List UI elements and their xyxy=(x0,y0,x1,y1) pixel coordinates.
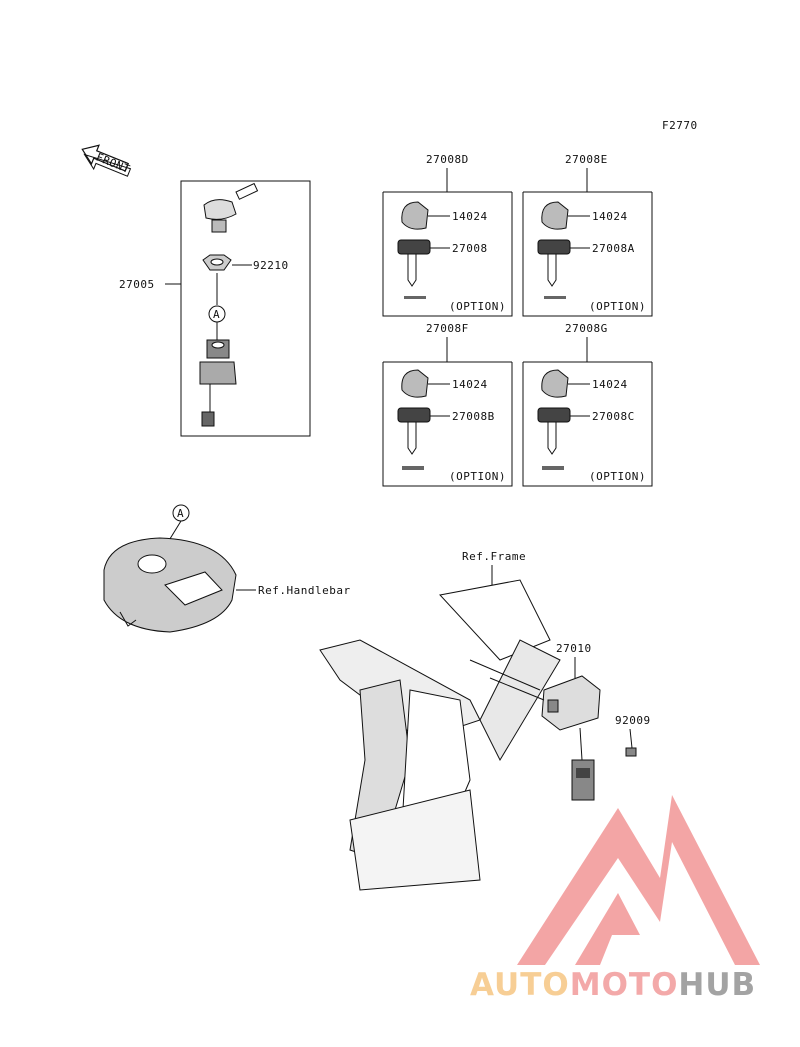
part-27008e-label: 27008E xyxy=(565,153,608,166)
callout-a-label: A xyxy=(213,308,220,321)
handlebar-cover-icon: A xyxy=(103,504,237,633)
watermark-text: AUTOMOTOHUB xyxy=(470,967,756,1003)
option-label-d: (OPTION) xyxy=(449,300,506,313)
part-27008c-label: 27008C xyxy=(592,410,635,423)
part-14024-g-label: 14024 xyxy=(592,378,628,391)
frame-icon xyxy=(319,579,561,891)
ref-handlebar-label: Ref.Handlebar xyxy=(258,584,351,597)
ref-frame-label: Ref.Frame xyxy=(462,550,526,563)
part-14024-f-label: 14024 xyxy=(452,378,488,391)
key-cover-icon xyxy=(401,201,429,230)
relay-icon xyxy=(541,675,601,801)
figure-code: F2770 xyxy=(662,119,698,132)
watermark-logo: AUTOMOTOHUB xyxy=(470,795,760,1003)
ignition-key-icon xyxy=(203,182,259,233)
part-14024-e-label: 14024 xyxy=(592,210,628,223)
option-label-f: (OPTION) xyxy=(449,470,506,483)
front-arrow-icon: FRONT xyxy=(81,144,132,177)
option-label-e: (OPTION) xyxy=(589,300,646,313)
option-label-g: (OPTION) xyxy=(589,470,646,483)
key-icon xyxy=(537,239,571,287)
part-27008b-label: 27008B xyxy=(452,410,495,423)
part-27005-label: 27005 xyxy=(119,278,155,291)
key-set-e: 27008E 14024 27008A (OPTION) xyxy=(522,153,653,317)
callout-a-handlebar-label: A xyxy=(177,507,184,520)
part-27008-label: 27008 xyxy=(452,242,488,255)
key-cover-icon xyxy=(401,369,429,398)
main-switch-box: 27005 92210 A xyxy=(119,180,311,437)
nut-icon xyxy=(202,254,232,271)
key-cover-icon xyxy=(541,201,569,230)
part-92210-label: 92210 xyxy=(253,259,289,272)
key-cover-icon xyxy=(541,369,569,398)
key-icon xyxy=(537,407,571,455)
key-set-f: 27008F 14024 27008B (OPTION) xyxy=(382,322,513,487)
part-27008d-label: 27008D xyxy=(426,153,469,166)
part-27008a-label: 27008A xyxy=(592,242,635,255)
part-27008g-label: 27008G xyxy=(565,322,608,335)
part-14024-d-label: 14024 xyxy=(452,210,488,223)
part-27010-label: 27010 xyxy=(556,642,592,655)
key-set-g: 27008G 14024 27008C (OPTION) xyxy=(522,322,653,487)
front-label: FRONT xyxy=(94,151,132,176)
screw-icon xyxy=(625,747,637,757)
key-icon xyxy=(397,407,431,455)
part-27008f-label: 27008F xyxy=(426,322,469,335)
key-set-d: 27008D 14024 27008 (OPTION) xyxy=(382,153,513,317)
switch-body-icon xyxy=(199,339,237,427)
key-icon xyxy=(397,239,431,287)
part-92009-label: 92009 xyxy=(615,714,651,727)
